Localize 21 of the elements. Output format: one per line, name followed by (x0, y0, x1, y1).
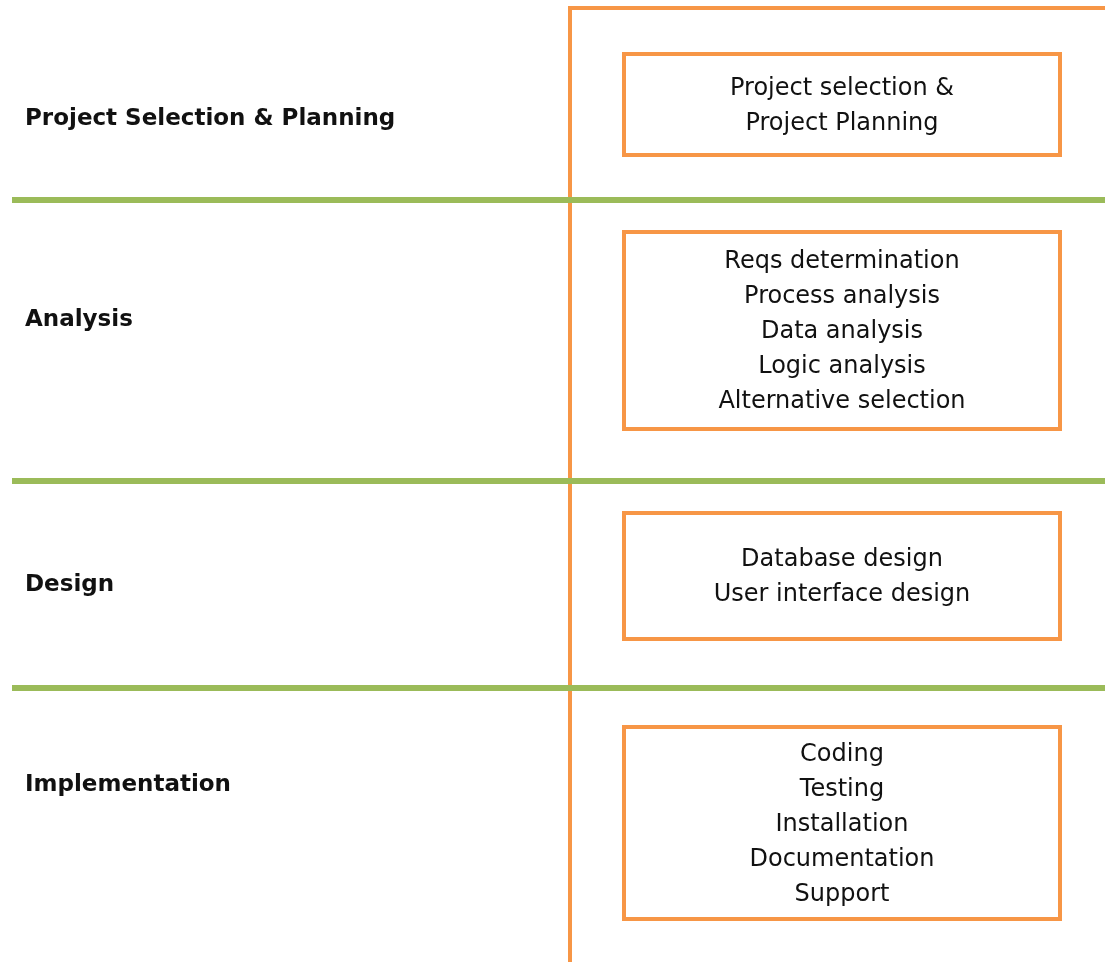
activity-text: Testing (799, 772, 885, 804)
activity-text: Coding (800, 737, 884, 769)
activity-box (622, 230, 1062, 431)
activity-text: Process analysis (744, 280, 940, 311)
activity-box (622, 725, 1062, 921)
activity-text: Reqs determination (724, 245, 960, 276)
phase-label: Analysis (25, 305, 133, 331)
activity-text: Logic analysis (758, 350, 926, 381)
activity-text: Alternative selection (718, 385, 966, 416)
phase-label: Design (25, 570, 115, 596)
activity-text: Documentation (749, 842, 935, 874)
activity-text: Support (794, 877, 890, 909)
activity-box (622, 52, 1062, 157)
phase-label: Implementation (25, 770, 231, 796)
activity-text: Project selection & Project Planning (729, 71, 955, 138)
activity-text: Data analysis (760, 315, 924, 346)
activity-text: User interface design (713, 578, 971, 609)
phase-label: Project Selection & Planning (25, 104, 396, 130)
activity-text: Installation (775, 807, 909, 839)
activity-text: Database design (741, 543, 943, 574)
activity-box (622, 511, 1062, 641)
